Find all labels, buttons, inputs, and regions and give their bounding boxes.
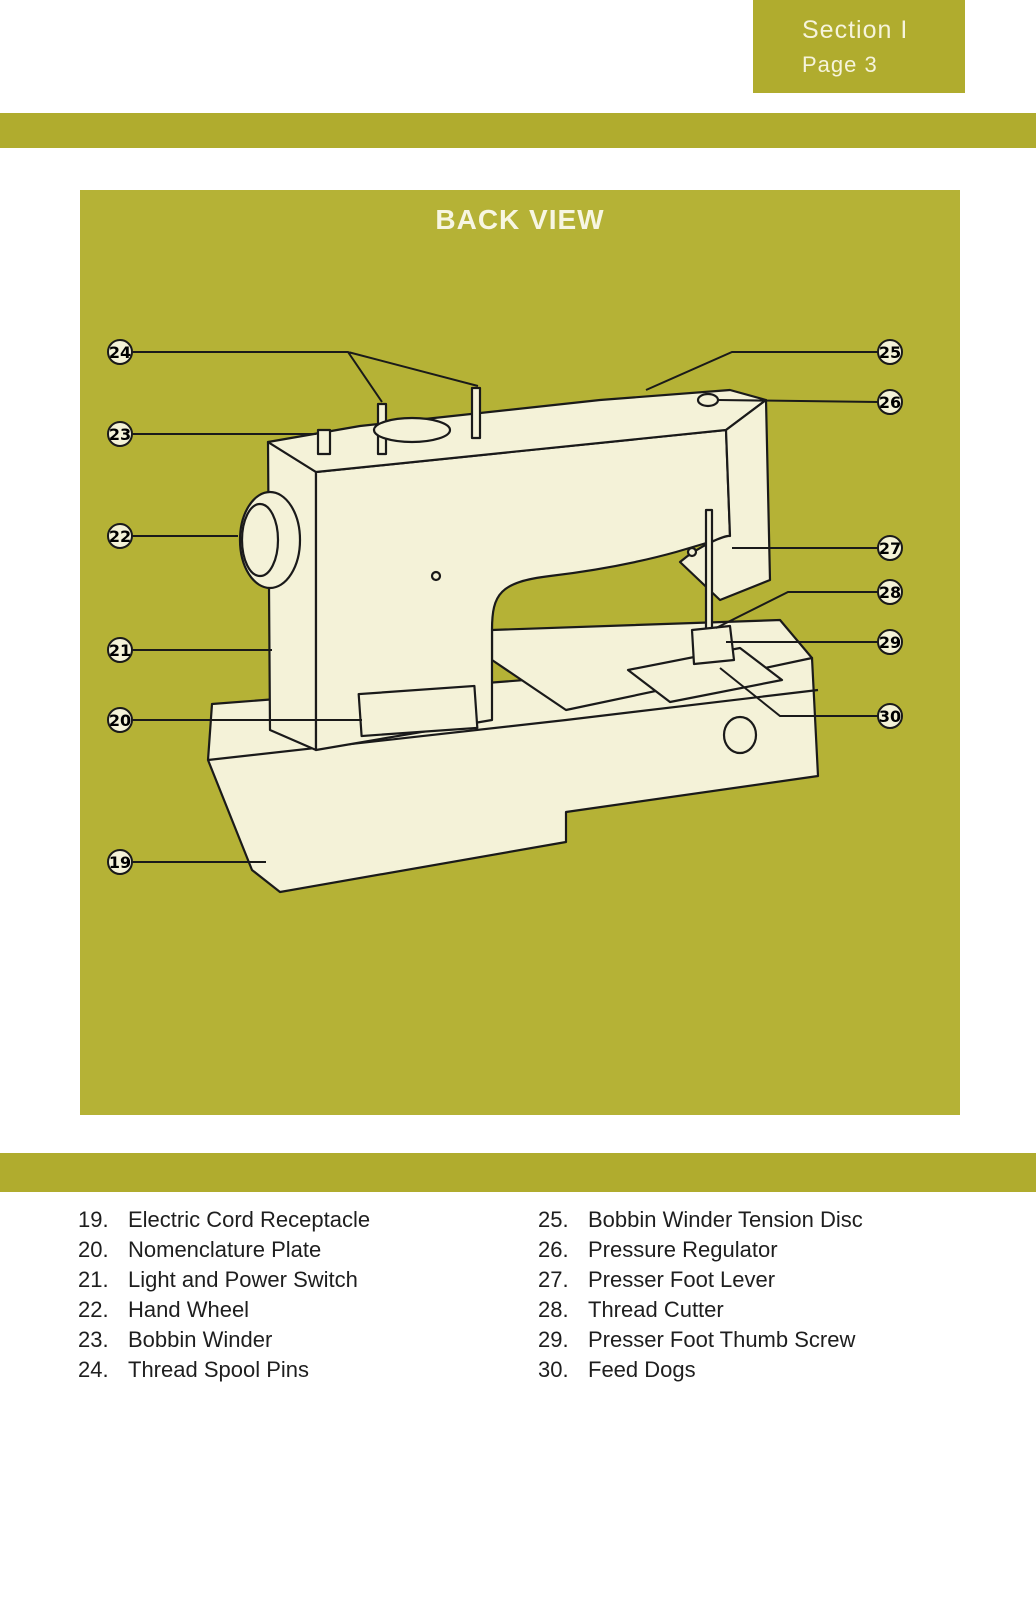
leader-25 <box>645 351 878 391</box>
legend-number: 29. <box>538 1327 569 1352</box>
svg-text:30: 30 <box>879 707 901 726</box>
svg-text:22: 22 <box>109 527 131 546</box>
callout-26: 26 <box>877 389 903 415</box>
callout-19: 19 <box>107 849 133 875</box>
legend-item: 21. Light and Power Switch <box>78 1267 370 1297</box>
section-header-box: Section I Page 3 <box>753 0 965 93</box>
legend-label: Hand Wheel <box>128 1297 250 1322</box>
legend-item: 27. Presser Foot Lever <box>538 1267 863 1297</box>
legend-number: 30. <box>538 1357 569 1382</box>
legend-label: Thread Cutter <box>588 1297 724 1322</box>
hand-wheel-inner <box>240 502 280 578</box>
legend-number: 27. <box>538 1267 569 1292</box>
legend-number: 20. <box>78 1237 109 1262</box>
svg-text:26: 26 <box>879 393 901 412</box>
legend-number: 24. <box>78 1357 109 1382</box>
legend-left: 19. Electric Cord Receptacle 20. Nomenclat… <box>78 1207 370 1387</box>
presser-bar <box>704 508 714 632</box>
svg-text:24: 24 <box>109 343 131 362</box>
legend-label: Presser Foot Thumb Screw <box>588 1327 856 1352</box>
legend-number: 26. <box>538 1237 569 1262</box>
callout-21: 21 <box>107 637 133 663</box>
svg-text:25: 25 <box>879 343 901 362</box>
machine-arm <box>314 428 732 752</box>
legend-label: Feed Dogs <box>588 1357 696 1382</box>
callout-22: 22 <box>107 523 133 549</box>
machine-head <box>678 398 772 602</box>
legend-item: 20. Nomenclature Plate <box>78 1237 370 1267</box>
callout-25: 25 <box>877 339 903 365</box>
back-view-diagram-panel: BACK VIEW <box>80 190 960 1115</box>
svg-text:21: 21 <box>109 641 131 660</box>
callout-24: 24 <box>107 339 133 365</box>
leader-24 <box>132 351 479 403</box>
svg-text:27: 27 <box>879 539 901 558</box>
top-color-band <box>0 113 1036 148</box>
legend-label: Light and Power Switch <box>128 1267 358 1292</box>
screw-hole-arm <box>430 570 442 582</box>
legend-number: 23. <box>78 1327 109 1352</box>
screw-hole-head <box>686 546 698 558</box>
legend-label: Presser Foot Lever <box>588 1267 776 1292</box>
svg-text:28: 28 <box>879 583 901 602</box>
callout-27: 27 <box>877 535 903 561</box>
legend-label: Nomenclature Plate <box>128 1237 322 1262</box>
callout-23: 23 <box>107 421 133 447</box>
leader-30 <box>719 667 878 717</box>
legend-right: 25. Bobbin Winder Tension Disc 26. Pressur… <box>538 1207 863 1387</box>
svg-text:19: 19 <box>109 853 131 872</box>
legend-item: 29. Presser Foot Thumb Screw <box>538 1327 863 1357</box>
leader-26 <box>717 399 879 403</box>
bobbin-winder-post <box>316 428 332 456</box>
legend-number: 22. <box>78 1297 109 1322</box>
svg-text:23: 23 <box>109 425 131 444</box>
legend-label: Thread Spool Pins <box>128 1357 309 1382</box>
legend-number: 21. <box>78 1267 109 1292</box>
legend-item: 24. Thread Spool Pins <box>78 1357 370 1387</box>
legend-item: 22. Hand Wheel <box>78 1297 370 1327</box>
spool-disc <box>372 416 452 444</box>
presser-foot <box>690 624 736 666</box>
base-knob <box>722 715 758 755</box>
legend-item: 26. Pressure Regulator <box>538 1237 863 1267</box>
leader-28 <box>715 591 878 629</box>
legend-label: Pressure Regulator <box>588 1237 778 1262</box>
diagram-title: BACK VIEW <box>435 204 605 235</box>
nomenclature-plate <box>357 684 479 738</box>
spool-pin-right <box>470 386 482 440</box>
svg-text:20: 20 <box>109 711 131 730</box>
machine-column <box>266 440 318 752</box>
legend-item: 23. Bobbin Winder <box>78 1327 370 1357</box>
legend-number: 28. <box>538 1297 569 1322</box>
pressure-regulator-knob <box>696 392 720 408</box>
callout-30: 30 <box>877 703 903 729</box>
legend-item: 28. Thread Cutter <box>538 1297 863 1327</box>
legend-item: 19. Electric Cord Receptacle <box>78 1207 370 1237</box>
bottom-color-band <box>0 1153 1036 1192</box>
callout-20: 20 <box>107 707 133 733</box>
section-label: Section I <box>802 16 909 44</box>
callout-28: 28 <box>877 579 903 605</box>
sewing-machine-illustration: 24 23 22 21 20 19 <box>107 339 903 894</box>
legend-number: 19. <box>78 1207 109 1232</box>
legend-number: 25. <box>538 1207 569 1232</box>
page-label: Page 3 <box>802 52 878 77</box>
legend-item: 30. Feed Dogs <box>538 1357 863 1387</box>
legend-label: Bobbin Winder Tension Disc <box>588 1207 863 1232</box>
legend-label: Electric Cord Receptacle <box>128 1207 371 1232</box>
svg-text:29: 29 <box>879 633 901 652</box>
legend-item: 25. Bobbin Winder Tension Disc <box>538 1207 863 1237</box>
legend-label: Bobbin Winder <box>128 1327 273 1352</box>
callout-29: 29 <box>877 629 903 655</box>
